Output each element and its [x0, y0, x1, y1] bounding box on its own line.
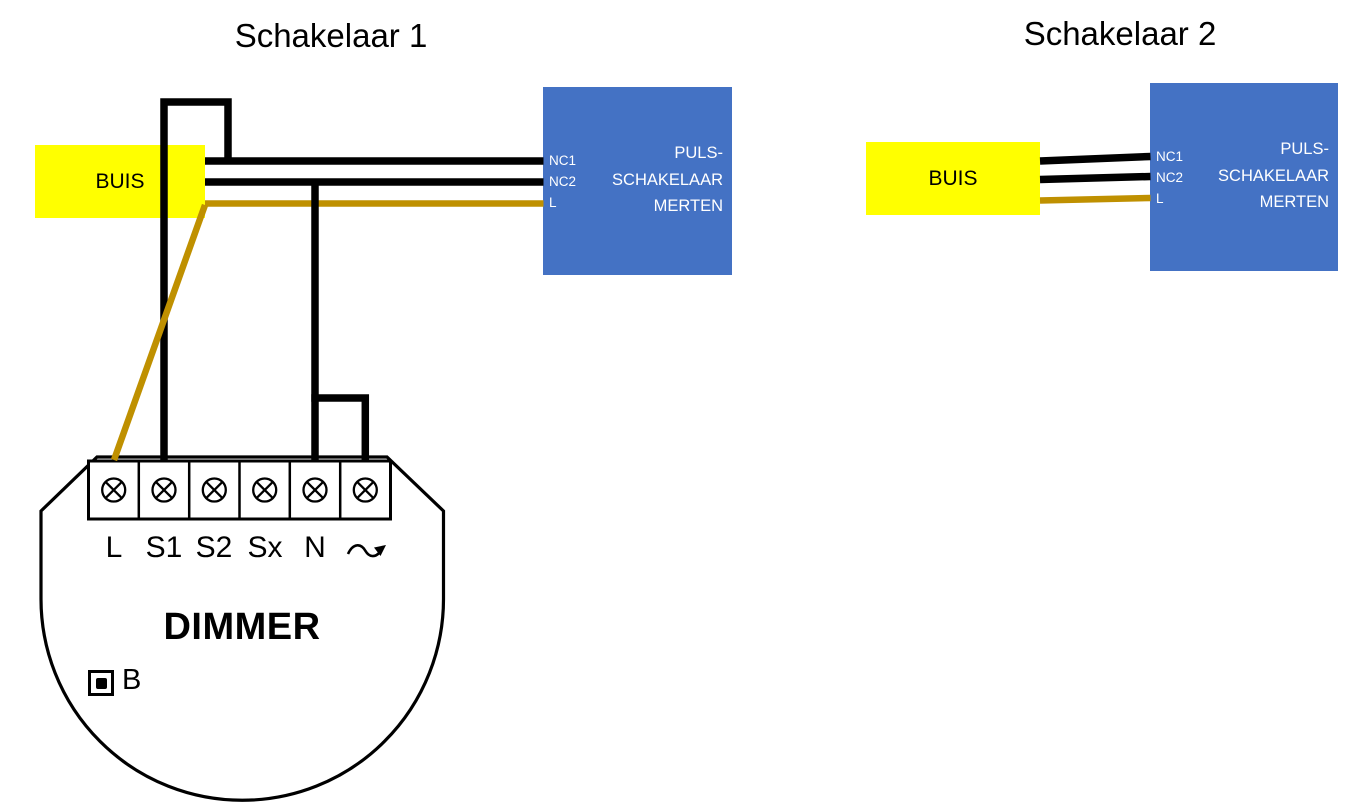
pulse-switch-terminal-nc2: NC2	[549, 174, 577, 189]
dimmer-output-icon	[346, 544, 386, 558]
pulse-switch-name: PULS- SCHAKELAAR MERTEN	[612, 140, 723, 220]
screw-terminal-icon	[352, 477, 378, 503]
buis-box-left: BUIS	[35, 145, 205, 218]
screw-terminal-icon	[201, 477, 227, 503]
pulse-switch-box-right: NC1 NC2 L PULS- SCHAKELAAR MERTEN	[1150, 83, 1338, 271]
buis-box-right: BUIS	[866, 142, 1040, 215]
dimmer-terminal-label-s2: S2	[195, 531, 233, 564]
dimmer-terminal-label-l: L	[105, 531, 123, 564]
pulse-switch-name-line: PULS-	[674, 144, 723, 162]
service-button-dot	[95, 677, 107, 689]
terminal-dividers	[137, 461, 342, 519]
pulse-switch-name-line: SCHAKELAAR	[1218, 166, 1329, 185]
pulse-switch-terminal-nc1: NC1	[549, 153, 577, 168]
buis-label: BUIS	[928, 166, 978, 190]
pulse-switch-name-line: MERTEN	[653, 197, 723, 215]
pulse-switch-terminal-l: L	[1156, 191, 1164, 206]
service-button-label: B	[122, 664, 142, 696]
service-button-icon	[88, 670, 114, 696]
diagram-title-right: Schakelaar 2	[1023, 15, 1217, 52]
dimmer-body-outline	[39, 455, 446, 802]
pulse-switch-name-line: SCHAKELAAR	[612, 170, 723, 189]
pulse-switch-terminal-l: L	[549, 195, 557, 210]
pulse-switch-terminal-nc2: NC2	[1156, 170, 1184, 185]
pulse-switch-box-left: NC1 NC2 L PULS- SCHAKELAAR MERTEN	[543, 87, 732, 275]
buis-label: BUIS	[95, 169, 145, 193]
dimmer-terminal-label-sx: Sx	[247, 531, 283, 564]
dimmer-terminal-label-n: N	[304, 531, 326, 564]
screw-terminal-icon	[302, 477, 328, 503]
dimmer-terminal-label-s1: S1	[145, 531, 183, 564]
screw-terminal-icon	[151, 477, 177, 503]
dimmer-title: DIMMER	[163, 606, 321, 648]
screw-terminal-icon	[101, 477, 127, 503]
screw-terminal-icon	[252, 477, 278, 503]
diagram-title-left: Schakelaar 1	[234, 17, 428, 54]
pulse-switch-name-line: PULS-	[1280, 140, 1329, 158]
pulse-switch-name: PULS- SCHAKELAAR MERTEN	[1218, 136, 1329, 216]
pulse-switch-terminal-nc1: NC1	[1156, 149, 1184, 164]
pulse-switch-name-line: MERTEN	[1259, 193, 1329, 211]
